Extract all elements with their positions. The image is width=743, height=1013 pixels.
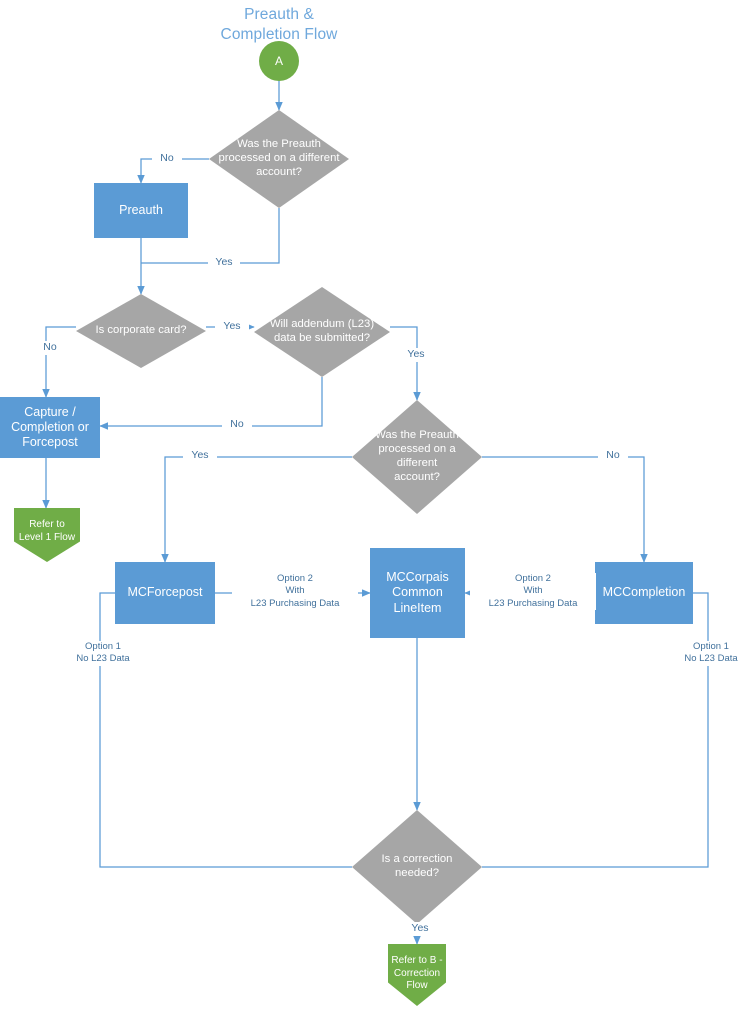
node-start-a[interactable]: A (259, 41, 299, 81)
node-refer-to-b-correction-flow-label: Refer to B - Correction Flow (391, 955, 443, 991)
edge-completion-option1-to-correction (482, 592, 709, 868)
edge-forcepost-option1-to-correction (99, 592, 352, 868)
edge-label-diamond1-no: No (152, 152, 182, 166)
node-is-corporate-card-label: Is corporate card? (95, 324, 187, 337)
edge-label-correction-yes: Yes (403, 922, 437, 936)
node-addendum-l23[interactable]: Will addendum (L23) data be submitted? (254, 287, 390, 377)
diagram-title: Preauth & Completion Flow (220, 6, 338, 43)
node-is-corporate-card[interactable]: Is corporate card? (76, 294, 206, 368)
node-capture-completion-forcepost-label: Capture / Completion or Forcepost (11, 404, 89, 450)
node-mccorpais-common-lineitem[interactable]: MCCorpais Common LineItem (370, 548, 465, 638)
edge-addendum-yes-to-diamond2 (390, 326, 421, 401)
node-refer-to-b-correction-flow[interactable]: Refer to B - Correction Flow (388, 944, 446, 1006)
node-mccorpais-common-lineitem-label: MCCorpais Common LineItem (386, 570, 449, 615)
edge-label-diamond1-yes: Yes (208, 256, 240, 270)
edge-addendum-no-to-capture (99, 377, 323, 430)
node-addendum-l23-label: Will addendum (L23) data be submitted? (269, 318, 375, 344)
node-capture-completion-forcepost[interactable]: Capture / Completion or Forcepost (0, 397, 100, 458)
node-is-correction-needed[interactable]: Is a correction needed? (352, 810, 482, 924)
node-refer-to-level-1-flow-label: Refer to Level 1 Flow (18, 519, 76, 543)
node-preauth[interactable]: Preauth (94, 183, 188, 238)
node-is-correction-needed-label: Is a correction needed? (381, 853, 453, 879)
edge-diamond2-yes-to-forcepost (161, 456, 352, 563)
edge-diamond2-no-to-completion (482, 456, 648, 563)
node-mcforcepost-label: MCForcepost (127, 585, 203, 600)
node-start-a-label: A (274, 53, 283, 68)
edge-label-corporate-yes: Yes (215, 320, 249, 334)
node-preauth-different-account-1-label: Was the Preauth processed on a different… (218, 138, 340, 178)
node-preauth-label: Preauth (119, 202, 163, 217)
edge-label-corporate-no: No (36, 341, 64, 355)
edge-label-forcepost-option2: Option 2 With L23 Purchasing Data (232, 573, 358, 611)
edge-label-diamond2-yes: Yes (183, 449, 217, 463)
edge-label-forcepost-option1: Option 1 No L23 Data (64, 641, 142, 666)
node-mccompletion[interactable]: MCCompletion (595, 562, 693, 624)
edge-label-completion-option2: Option 2 With L23 Purchasing Data (470, 573, 596, 611)
node-preauth-different-account-1[interactable]: Was the Preauth processed on a different… (209, 110, 349, 208)
node-refer-to-level-1-flow[interactable]: Refer to Level 1 Flow (14, 508, 80, 562)
edge-label-diamond2-no: No (598, 449, 628, 463)
edge-corporate-no-to-capture (42, 326, 76, 398)
edge-label-completion-option1: Option 1 No L23 Data (672, 641, 743, 666)
node-mcforcepost[interactable]: MCForcepost (115, 562, 215, 624)
node-preauth-different-account-2[interactable]: Was the Preauth processed on a different… (352, 400, 482, 514)
node-mccompletion-label: MCCompletion (602, 585, 686, 600)
edge-label-addendum-yes: Yes (399, 348, 433, 362)
node-preauth-different-account-2-label: Was the Preauth processed on a different… (375, 429, 459, 483)
edge-label-addendum-no: No (222, 418, 252, 432)
